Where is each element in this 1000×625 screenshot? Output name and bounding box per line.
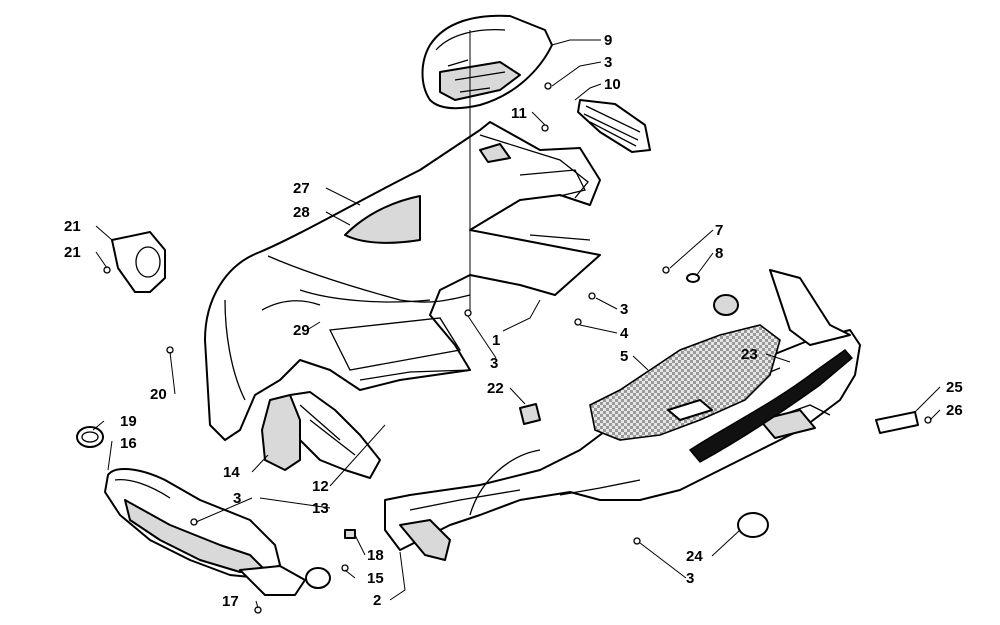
part-25-reflector-plate bbox=[875, 411, 919, 434]
callout-14: 15 bbox=[367, 570, 384, 587]
callout-16: 17 bbox=[222, 593, 239, 610]
callout-3-mid-right: 3 bbox=[620, 301, 628, 318]
callout-23: 23 bbox=[741, 346, 758, 363]
callout-15: 16 bbox=[120, 435, 137, 452]
part-13-fender-piece bbox=[261, 394, 301, 471]
callout-18: 19 bbox=[120, 413, 137, 430]
part-15-front-bumper bbox=[104, 468, 306, 596]
part-24-grommet bbox=[737, 512, 769, 538]
leader-lines bbox=[92, 30, 941, 609]
callout-29: 29 bbox=[293, 322, 310, 339]
callout-7: 8 bbox=[715, 245, 723, 262]
callout-1: 1 bbox=[492, 332, 500, 349]
callout-13: 14 bbox=[223, 464, 240, 481]
part-22-clip bbox=[519, 403, 541, 425]
part-7-washer bbox=[686, 273, 739, 316]
callout-8: 9 bbox=[604, 32, 612, 49]
callout-25: 25 bbox=[946, 379, 963, 396]
part-14-grommet bbox=[305, 567, 331, 589]
callout-5: 5 bbox=[620, 348, 628, 365]
part-27-main-hood-shell bbox=[204, 121, 601, 441]
callout-17: 18 bbox=[367, 547, 384, 564]
callout-22: 22 bbox=[487, 380, 504, 397]
callout-20: 21 bbox=[64, 218, 81, 235]
callout-3-left: 3 bbox=[233, 490, 241, 507]
callout-19: 20 bbox=[150, 386, 167, 403]
part-9-vent-grille bbox=[577, 99, 651, 153]
part-18-clamp-ring bbox=[76, 426, 104, 448]
part-11-inner-panel bbox=[287, 391, 381, 479]
callout-labels: 9 3 10 11 27 28 21 21 7 8 29 1 3 4 5 3 2… bbox=[64, 32, 963, 610]
callout-28: 28 bbox=[293, 204, 310, 221]
callout-11: 12 bbox=[312, 478, 329, 495]
callout-2: 2 bbox=[373, 592, 381, 609]
callout-12: 13 bbox=[312, 500, 329, 517]
callout-24: 24 bbox=[686, 548, 703, 565]
callout-26: 26 bbox=[946, 402, 963, 419]
part-20-light-housing bbox=[111, 231, 166, 293]
callout-3-top: 3 bbox=[604, 54, 612, 71]
part-8-air-duct bbox=[421, 14, 553, 110]
callout-3-bottom: 3 bbox=[686, 570, 694, 587]
callout-10: 11 bbox=[511, 105, 527, 122]
part-23-decal-stripe bbox=[688, 269, 853, 463]
callout-27: 27 bbox=[293, 180, 310, 197]
callout-9: 10 bbox=[604, 76, 621, 93]
callout-4: 4 bbox=[620, 325, 629, 342]
callout-21: 21 bbox=[64, 244, 81, 261]
callout-3-mid: 3 bbox=[490, 355, 498, 372]
callout-6: 7 bbox=[715, 222, 723, 239]
